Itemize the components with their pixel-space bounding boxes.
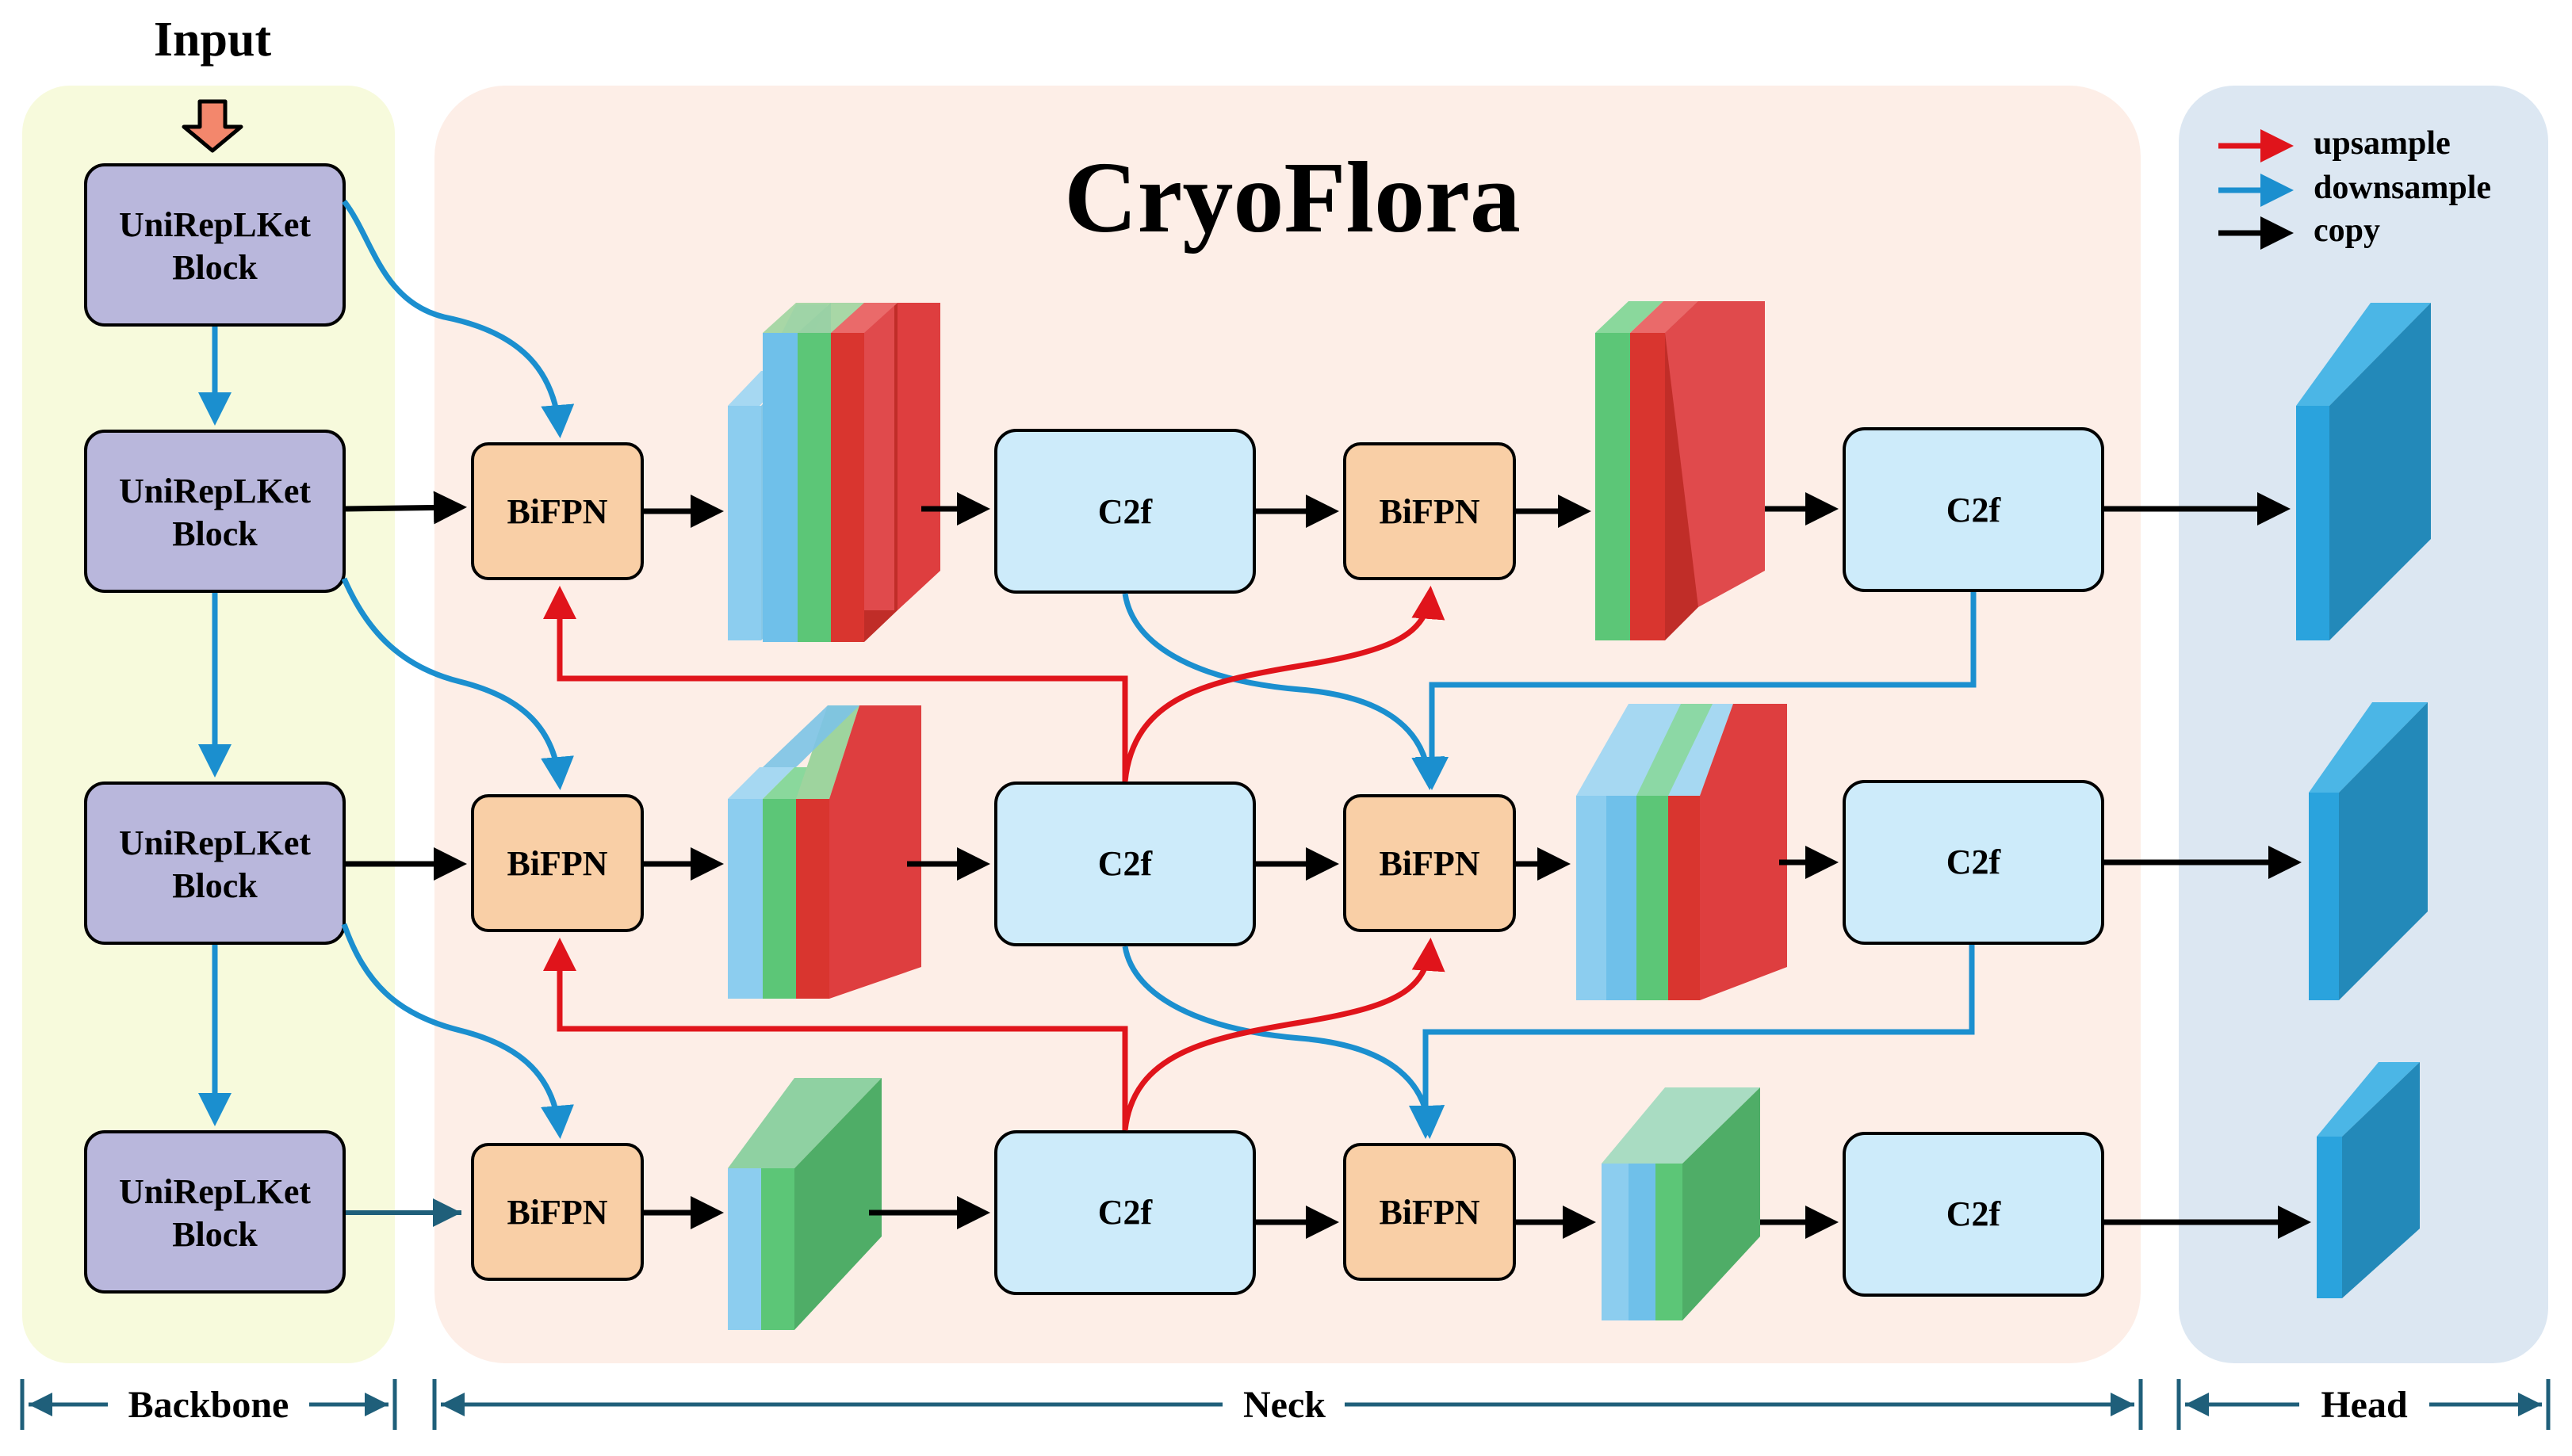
backbone-block-4: UniRepLKet Block <box>84 1130 346 1294</box>
diagram-title: CryoFlora <box>1064 141 1521 254</box>
c2f-bot-2: C2f <box>1843 1132 2104 1297</box>
c2f-top-2: C2f <box>1843 427 2104 592</box>
input-arrow-icon <box>182 99 243 153</box>
c2f-mid-2: C2f <box>1843 780 2104 945</box>
backbone-block-1-line2: Block <box>172 248 258 287</box>
backbone-block-3-line2: Block <box>172 866 258 905</box>
legend-downsample-label: downsample <box>2314 170 2491 206</box>
c2f-mid-1: C2f <box>994 782 1256 946</box>
upsample-arrows <box>543 586 1445 1131</box>
c2f-top-1: C2f <box>994 429 1256 594</box>
c2f-bot-2-label: C2f <box>1946 1194 2002 1233</box>
feature-map-bot-1 <box>728 1078 882 1330</box>
c2f-mid-1-label: C2f <box>1098 844 1154 883</box>
legend-upsample-label: upsample <box>2314 125 2451 162</box>
feature-map-bot-2 <box>1602 1087 1760 1320</box>
bifpn-bot-2-label: BiFPN <box>1379 1193 1479 1232</box>
backbone-block-4-line2: Block <box>172 1215 258 1254</box>
c2f-top-2-label: C2f <box>1946 491 2002 529</box>
section-label-neck: Neck <box>1243 1384 1326 1426</box>
c2f-bot-1: C2f <box>994 1130 1256 1295</box>
head-output-top <box>2296 303 2431 640</box>
bifpn-top-1: BiFPN <box>471 442 644 580</box>
bifpn-top-1-label: BiFPN <box>507 492 607 531</box>
input-label: Input <box>154 13 272 67</box>
backbone-block-2: UniRepLKet Block <box>84 430 346 593</box>
bifpn-bot-1: BiFPN <box>471 1143 644 1281</box>
backbone-region <box>22 86 395 1363</box>
backbone-block-2-line1: UniRepLKet <box>119 472 311 510</box>
section-label-backbone: Backbone <box>128 1384 289 1426</box>
bifpn-mid-1-label: BiFPN <box>507 844 607 883</box>
bifpn-bot-2: BiFPN <box>1343 1143 1516 1281</box>
c2f-bot-1-label: C2f <box>1098 1193 1154 1232</box>
backbone-span <box>20 1379 397 1430</box>
backbone-block-1: UniRepLKet Block <box>84 163 346 327</box>
feature-map-top-1 <box>728 303 940 642</box>
section-label-head: Head <box>2321 1384 2408 1426</box>
bifpn-bot-1-label: BiFPN <box>507 1193 607 1232</box>
backbone-block-3-line1: UniRepLKet <box>119 824 311 862</box>
feature-map-mid-2 <box>1576 704 1787 1000</box>
feature-map-mid-1 <box>728 705 921 999</box>
backbone-block-1-line1: UniRepLKet <box>119 205 311 244</box>
head-output-bot <box>2317 1062 2420 1298</box>
backbone-block-2-line2: Block <box>172 514 258 553</box>
feature-map-top-2 <box>1595 301 1765 640</box>
head-span <box>2176 1379 2551 1430</box>
bifpn-top-2-label: BiFPN <box>1379 492 1479 531</box>
copy-arrows <box>345 491 2311 1239</box>
bifpn-mid-2-label: BiFPN <box>1379 844 1479 883</box>
backbone-block-3: UniRepLKet Block <box>84 782 346 945</box>
head-output-mid <box>2309 702 2428 1000</box>
bifpn-top-2: BiFPN <box>1343 442 1516 580</box>
bifpn-mid-2: BiFPN <box>1343 794 1516 932</box>
downsample-arrows <box>341 199 1977 1139</box>
neck-span <box>432 1379 2143 1430</box>
bifpn-mid-1: BiFPN <box>471 794 644 932</box>
backbone-block-4-line1: UniRepLKet <box>119 1172 311 1211</box>
legend-copy-label: copy <box>2314 212 2380 249</box>
c2f-mid-2-label: C2f <box>1946 843 2002 881</box>
c2f-top-1-label: C2f <box>1098 492 1154 531</box>
